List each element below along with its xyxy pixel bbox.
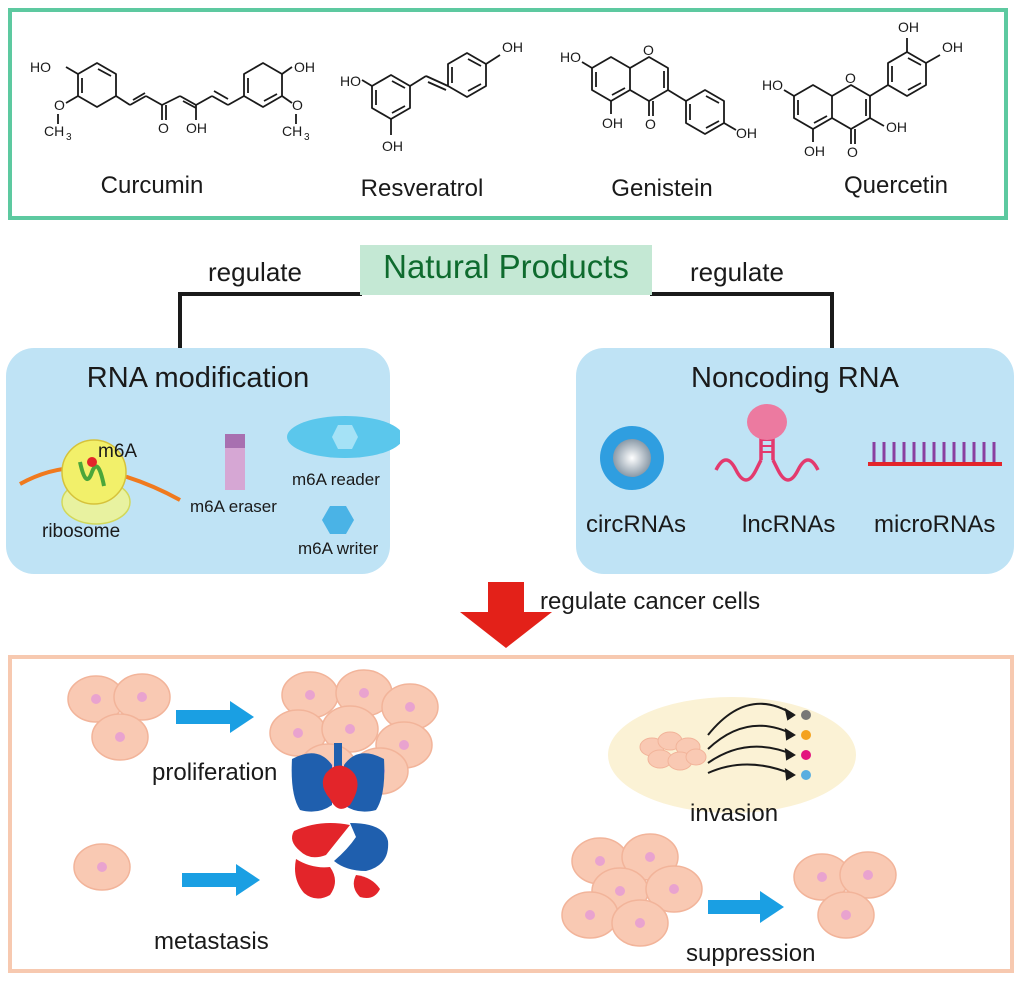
- suppression-cells-before: [561, 833, 703, 947]
- invasion-arrows: [707, 702, 796, 781]
- m6a-marker: [87, 457, 97, 467]
- svg-text:3: 3: [66, 132, 72, 143]
- svg-text:HO: HO: [30, 59, 51, 75]
- m6a-writer-label: m6A writer: [298, 539, 379, 558]
- resveratrol-label: Resveratrol: [360, 175, 484, 202]
- m6a-reader-label: m6A reader: [292, 470, 380, 489]
- svg-text:CH: CH: [282, 123, 302, 139]
- chemical-structures: HO O CH 3 O OH OH O CH 3 HO OH OH: [30, 19, 963, 160]
- invasion-dot-magenta: [801, 750, 811, 760]
- svg-text:OH: OH: [898, 19, 919, 35]
- ribosome-label: ribosome: [42, 521, 121, 542]
- svg-text:3: 3: [304, 132, 310, 143]
- suppression-cells-after: [794, 852, 896, 938]
- noncoding-rna-title: Noncoding RNA: [691, 362, 899, 394]
- metastasis-label: metastasis: [154, 928, 269, 955]
- svg-text:OH: OH: [186, 120, 207, 136]
- organs-icon: [291, 743, 389, 899]
- regulate-cancer-label: regulate cancer cells: [540, 588, 761, 615]
- genistein-structure: O HO OH O OH: [560, 42, 757, 141]
- noncoding-rna-art: [600, 404, 1002, 490]
- resveratrol-structure: HO OH OH: [340, 39, 523, 154]
- suppression-arrow-icon: [708, 891, 784, 923]
- genistein-label: Genistein: [611, 175, 713, 202]
- invasion-dot-orange: [801, 730, 811, 740]
- quercetin-label: Quercetin: [843, 172, 949, 199]
- metastasis-arrow-icon: [182, 864, 260, 896]
- natural-products-title: Natural Products: [383, 248, 629, 285]
- svg-text:OH: OH: [942, 39, 963, 55]
- svg-text:HO: HO: [340, 73, 361, 89]
- rna-modification-art: [19, 416, 400, 534]
- regulate-right-label: regulate: [690, 257, 784, 287]
- m6a-label: m6A: [98, 441, 138, 462]
- micrornas-label: microRNAs: [874, 511, 996, 538]
- eraser-cap: [225, 434, 245, 448]
- svg-text:O: O: [158, 120, 169, 136]
- invasion-label: invasion: [690, 800, 779, 827]
- svg-text:OH: OH: [294, 59, 315, 75]
- svg-text:OH: OH: [502, 39, 523, 55]
- cancer-outcomes-art: [0, 669, 1024, 947]
- svg-text:OH: OH: [382, 138, 403, 154]
- svg-text:O: O: [847, 144, 858, 160]
- curcumin-structure: HO O CH 3 O OH OH O CH 3: [30, 59, 315, 143]
- connector-lines: [178, 292, 834, 350]
- svg-text:CH: CH: [44, 123, 64, 139]
- lncrnas-label: lncRNAs: [742, 511, 836, 538]
- quercetin-structure: O HO OH O OH OH OH: [762, 19, 963, 160]
- metastasis-cell: [73, 843, 131, 891]
- proliferation-cells-before: [68, 674, 170, 760]
- svg-text:O: O: [643, 42, 654, 58]
- svg-text:O: O: [292, 97, 303, 113]
- invasion-backdrop: [608, 697, 856, 813]
- eraser-body: [225, 448, 245, 490]
- curcumin-label: Curcumin: [100, 172, 204, 199]
- svg-text:OH: OH: [804, 143, 825, 159]
- circrnas-label: circRNAs: [586, 511, 686, 538]
- down-arrow-icon: [460, 582, 552, 648]
- invasion-dot-blue: [801, 770, 811, 780]
- rna-modification-title: RNA modification: [86, 362, 310, 394]
- svg-text:HO: HO: [560, 49, 581, 65]
- regulate-left-label: regulate: [208, 257, 302, 287]
- m6a-eraser-label: m6A eraser: [190, 497, 277, 516]
- compounds-panel: [8, 8, 1008, 220]
- svg-text:OH: OH: [736, 125, 757, 141]
- reader-hexagon: [332, 425, 358, 449]
- svg-text:OH: OH: [886, 119, 907, 135]
- circrna-core: [613, 439, 651, 477]
- svg-text:O: O: [54, 97, 65, 113]
- natural-products-box: [360, 245, 652, 295]
- svg-text:O: O: [845, 70, 856, 86]
- lncrna-loop: [747, 404, 787, 440]
- invasion-cluster: [639, 731, 707, 771]
- cancer-outcomes-panel: [8, 655, 1014, 973]
- suppression-label: suppression: [686, 940, 816, 967]
- proliferation-label: proliferation: [152, 759, 278, 786]
- writer-hexagon: [322, 506, 354, 534]
- svg-text:HO: HO: [762, 77, 783, 93]
- proliferation-arrow-icon: [176, 701, 254, 733]
- svg-text:OH: OH: [602, 115, 623, 131]
- invasion-dot-gray: [801, 710, 811, 720]
- svg-text:O: O: [645, 116, 656, 132]
